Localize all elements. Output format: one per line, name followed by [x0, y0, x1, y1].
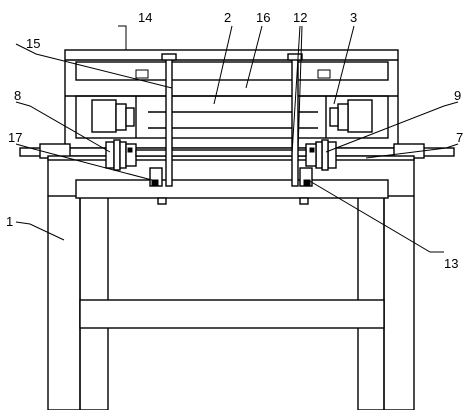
- label-7: 7: [456, 130, 463, 145]
- left-roller-assembly: [105, 139, 137, 171]
- label-16: 16: [256, 10, 270, 25]
- callout-labels: 14 2 16 12 3 15 8 17 1 9 7 13: [6, 10, 463, 271]
- leader-lines: [15, 25, 459, 253]
- lower-crossbeam: [79, 299, 385, 329]
- label-2: 2: [224, 10, 231, 25]
- label-14: 14: [138, 10, 152, 25]
- left-drive-block: [91, 99, 135, 133]
- top-housing: [64, 49, 399, 149]
- label-12: 12: [293, 10, 307, 25]
- label-9: 9: [454, 88, 461, 103]
- label-17: 17: [8, 130, 22, 145]
- label-8: 8: [14, 88, 21, 103]
- bottom-nuts: [157, 197, 309, 205]
- right-drive-block: [329, 99, 373, 133]
- label-1: 1: [6, 214, 13, 229]
- label-15: 15: [26, 36, 40, 51]
- right-roller-assembly: [305, 139, 337, 171]
- main-shaft: [135, 149, 307, 157]
- rod-brackets: [149, 167, 313, 187]
- label-3: 3: [350, 10, 357, 25]
- label-13: 13: [444, 256, 458, 271]
- vertical-rods: [161, 53, 303, 187]
- base-frame: [75, 179, 389, 199]
